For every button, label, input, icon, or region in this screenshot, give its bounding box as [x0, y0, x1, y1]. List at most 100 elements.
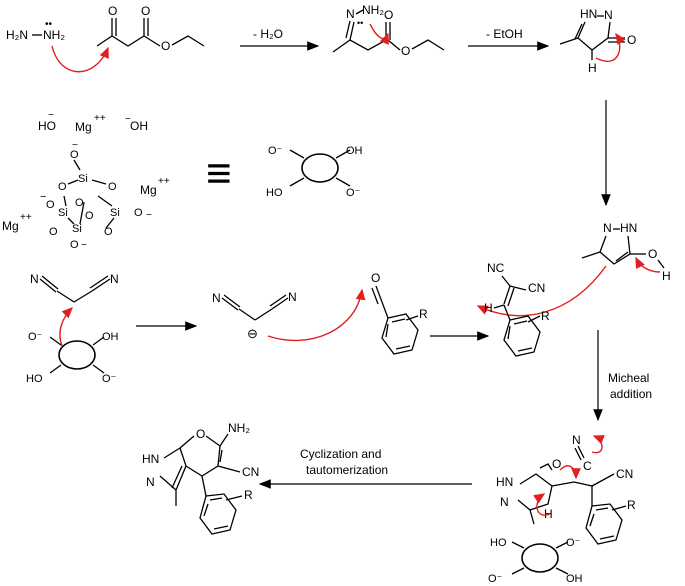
michael-attack-arrow [476, 265, 607, 317]
tautomer-arrow [595, 32, 626, 62]
magnesium-ion-3: Mg [2, 219, 19, 233]
pyrazolone-n: N [604, 8, 613, 22]
michael-label-2: addition [610, 387, 652, 401]
oxygen: O [58, 181, 67, 193]
knoev-cn: CN [528, 281, 545, 295]
charge-minus-1: − [48, 110, 54, 121]
hydrazine-nh2-right: NH₂ [43, 28, 65, 42]
oxygen: O [70, 239, 79, 251]
enol-n: N [603, 221, 612, 235]
oxygen: O [46, 199, 55, 211]
adduct-c: C [583, 459, 592, 473]
adduct-cn: CN [616, 467, 633, 481]
enol-h: H [662, 269, 671, 283]
catalyst-sphere-model-3: HO O⁻ O⁻ OH [488, 537, 583, 585]
hydrazine-nh2-left: H₂N [6, 28, 28, 42]
hydrazine: H₂N NH₂ •• [6, 19, 65, 42]
ring-closure-arrow [559, 465, 581, 480]
benzaldehyde: O R [371, 271, 428, 355]
pyrazolone-hn: HN [580, 7, 597, 21]
product-n: N [146, 475, 155, 489]
aldehyde-oxygen: O [371, 271, 380, 285]
adduct-n: N [500, 495, 509, 509]
hydrazone-n: N [346, 7, 355, 21]
hydrazone-carbonyl-oxygen: O [384, 8, 393, 22]
pyrazolone-oxygen: O [627, 33, 636, 47]
charge-minus: − [81, 240, 87, 251]
sphere2-o-minus-2: O⁻ [102, 373, 117, 385]
oxygen: O [49, 226, 58, 238]
sphere3-oh: OH [566, 573, 583, 585]
catalyst-sphere-model: O⁻ OH HO O⁻ [266, 145, 363, 199]
catalyst-sphere-model-2: O⁻ OH HO O⁻ [26, 331, 119, 385]
sphere-ho-1: HO [266, 187, 283, 199]
arrow-label-minus-water: - H₂O [253, 27, 283, 41]
carbanion-charge: ⊖ [247, 326, 258, 341]
malononitrile-carbanion: N N ⊖ [212, 290, 297, 341]
pyranopyrazole-product: O NH₂ CN HN N R [142, 421, 259, 535]
sphere3-o-minus-1: O⁻ [566, 537, 581, 549]
oxygen: O [134, 207, 143, 219]
oxygen: O [75, 197, 84, 209]
hydrazone-nh2: NH₂ [362, 3, 384, 17]
aldehyde-r-group: R [419, 307, 428, 321]
adduct-hn: HN [496, 475, 513, 489]
charge-minus: − [146, 210, 152, 221]
nitrile-n-left: N [30, 272, 39, 286]
hydroxide-ion-1: HO [38, 119, 56, 133]
charge-minus-2: − [125, 114, 131, 125]
pyrazole-enol: HN N O H [581, 221, 671, 283]
carbanion-n-right: N [288, 290, 297, 304]
product-r-group: R [244, 488, 253, 502]
equivalent-sign: ≡ [206, 149, 232, 198]
sphere3-ho: HO [490, 537, 507, 549]
malononitrile: N N [30, 272, 119, 303]
knoev-h: H [484, 301, 493, 315]
sphere-o-minus-1: O⁻ [268, 145, 283, 157]
proton-transfer-arrow [533, 493, 551, 516]
cyclization-label-2: tautomerization [306, 463, 388, 477]
sphere2-oh: OH [102, 331, 119, 343]
nitrile-arrow [591, 435, 605, 454]
knoevenagel-attack-arrow [267, 288, 366, 342]
knoevenagel-adduct: NC CN H R [484, 261, 550, 357]
lone-pair-dots: •• [45, 19, 53, 30]
mg-silicate-catalyst: HO − Mg ++ OH − O − Si O O − O Si O O Si… [2, 110, 170, 251]
sphere-oh-1: OH [346, 145, 363, 157]
oxygen: O [85, 210, 94, 222]
mg-charge-3: ++ [20, 212, 32, 223]
oxygen: O [70, 149, 79, 161]
adduct-nitrile-n: N [572, 433, 581, 447]
sphere2-ho: HO [26, 373, 43, 385]
sphere2-o-minus-1: O⁻ [28, 331, 43, 343]
michael-adduct: N C O HN N CN H R [496, 433, 636, 545]
ethyl-acetoacetate: O O O [96, 4, 205, 53]
carbanion-n-left: N [212, 291, 221, 305]
silicon-right: Si [110, 207, 120, 219]
hydrazone-ester-oxygen: O [401, 44, 410, 58]
product-nh2: NH₂ [228, 421, 250, 435]
pyrazolone: HN N O H [559, 7, 636, 75]
enol-oxygen: O [648, 247, 657, 261]
hydroxide-ion-2: OH [130, 119, 148, 133]
product-ring-o: O [196, 427, 205, 441]
nucleophilic-attack-arrow [51, 45, 109, 73]
oxygen: O [104, 226, 113, 238]
magnesium-ion-2: Mg [140, 183, 157, 197]
cyclization-label-1: Cyclization and [300, 447, 381, 461]
hydrazone-lone-pair: •• [357, 18, 363, 28]
silicon-bottom: Si [72, 223, 82, 235]
arrow-label-minus-ethanol: - EtOH [486, 27, 523, 41]
magnesium-ion-1: Mg [75, 120, 92, 134]
enol-hn: HN [620, 221, 637, 235]
product-cn: CN [242, 465, 259, 479]
adduct-carbonyl-o: O [552, 457, 561, 471]
product-hn: HN [142, 452, 159, 466]
ketone-oxygen: O [108, 4, 117, 18]
charge-minus: − [40, 191, 46, 203]
knoev-nc: NC [487, 261, 505, 275]
nitrile-n-right: N [110, 272, 119, 286]
michael-label-1: Micheal [608, 371, 649, 385]
oxygen: O [108, 181, 117, 193]
